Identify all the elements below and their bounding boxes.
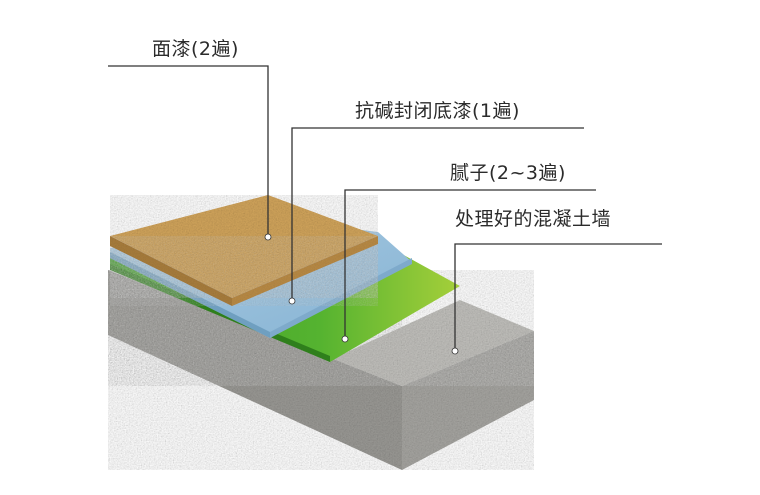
concrete-front-face <box>108 270 402 470</box>
concrete-side-face <box>402 331 534 470</box>
primer-side-edge <box>270 258 412 338</box>
leader-dots <box>264 233 459 355</box>
top-coat-top-face <box>110 195 378 298</box>
top-coat-front-edge <box>110 236 232 306</box>
top-coat-layer <box>110 195 378 306</box>
leader-lines <box>108 65 662 350</box>
dot-wall <box>451 347 459 355</box>
leader-line-wall <box>454 243 662 350</box>
leader-line-putty <box>344 189 596 338</box>
top-coat-side-edge <box>232 236 378 306</box>
dot-putty <box>341 335 349 343</box>
label-primer: 抗碱封闭底漆(1遍) <box>355 100 520 122</box>
label-putty: 腻子(2~3遍) <box>450 162 566 184</box>
concrete-wall-layer <box>108 270 534 470</box>
leader-line-top-coat <box>108 65 269 236</box>
dot-primer <box>288 297 296 305</box>
dot-top-coat <box>264 233 272 241</box>
label-wall: 处理好的混凝土墙 <box>455 208 612 230</box>
label-top-coat: 面漆(2遍) <box>152 38 239 60</box>
primer-front-edge <box>110 252 270 338</box>
leader-line-primer <box>291 127 584 300</box>
concrete-top-face <box>108 270 534 386</box>
